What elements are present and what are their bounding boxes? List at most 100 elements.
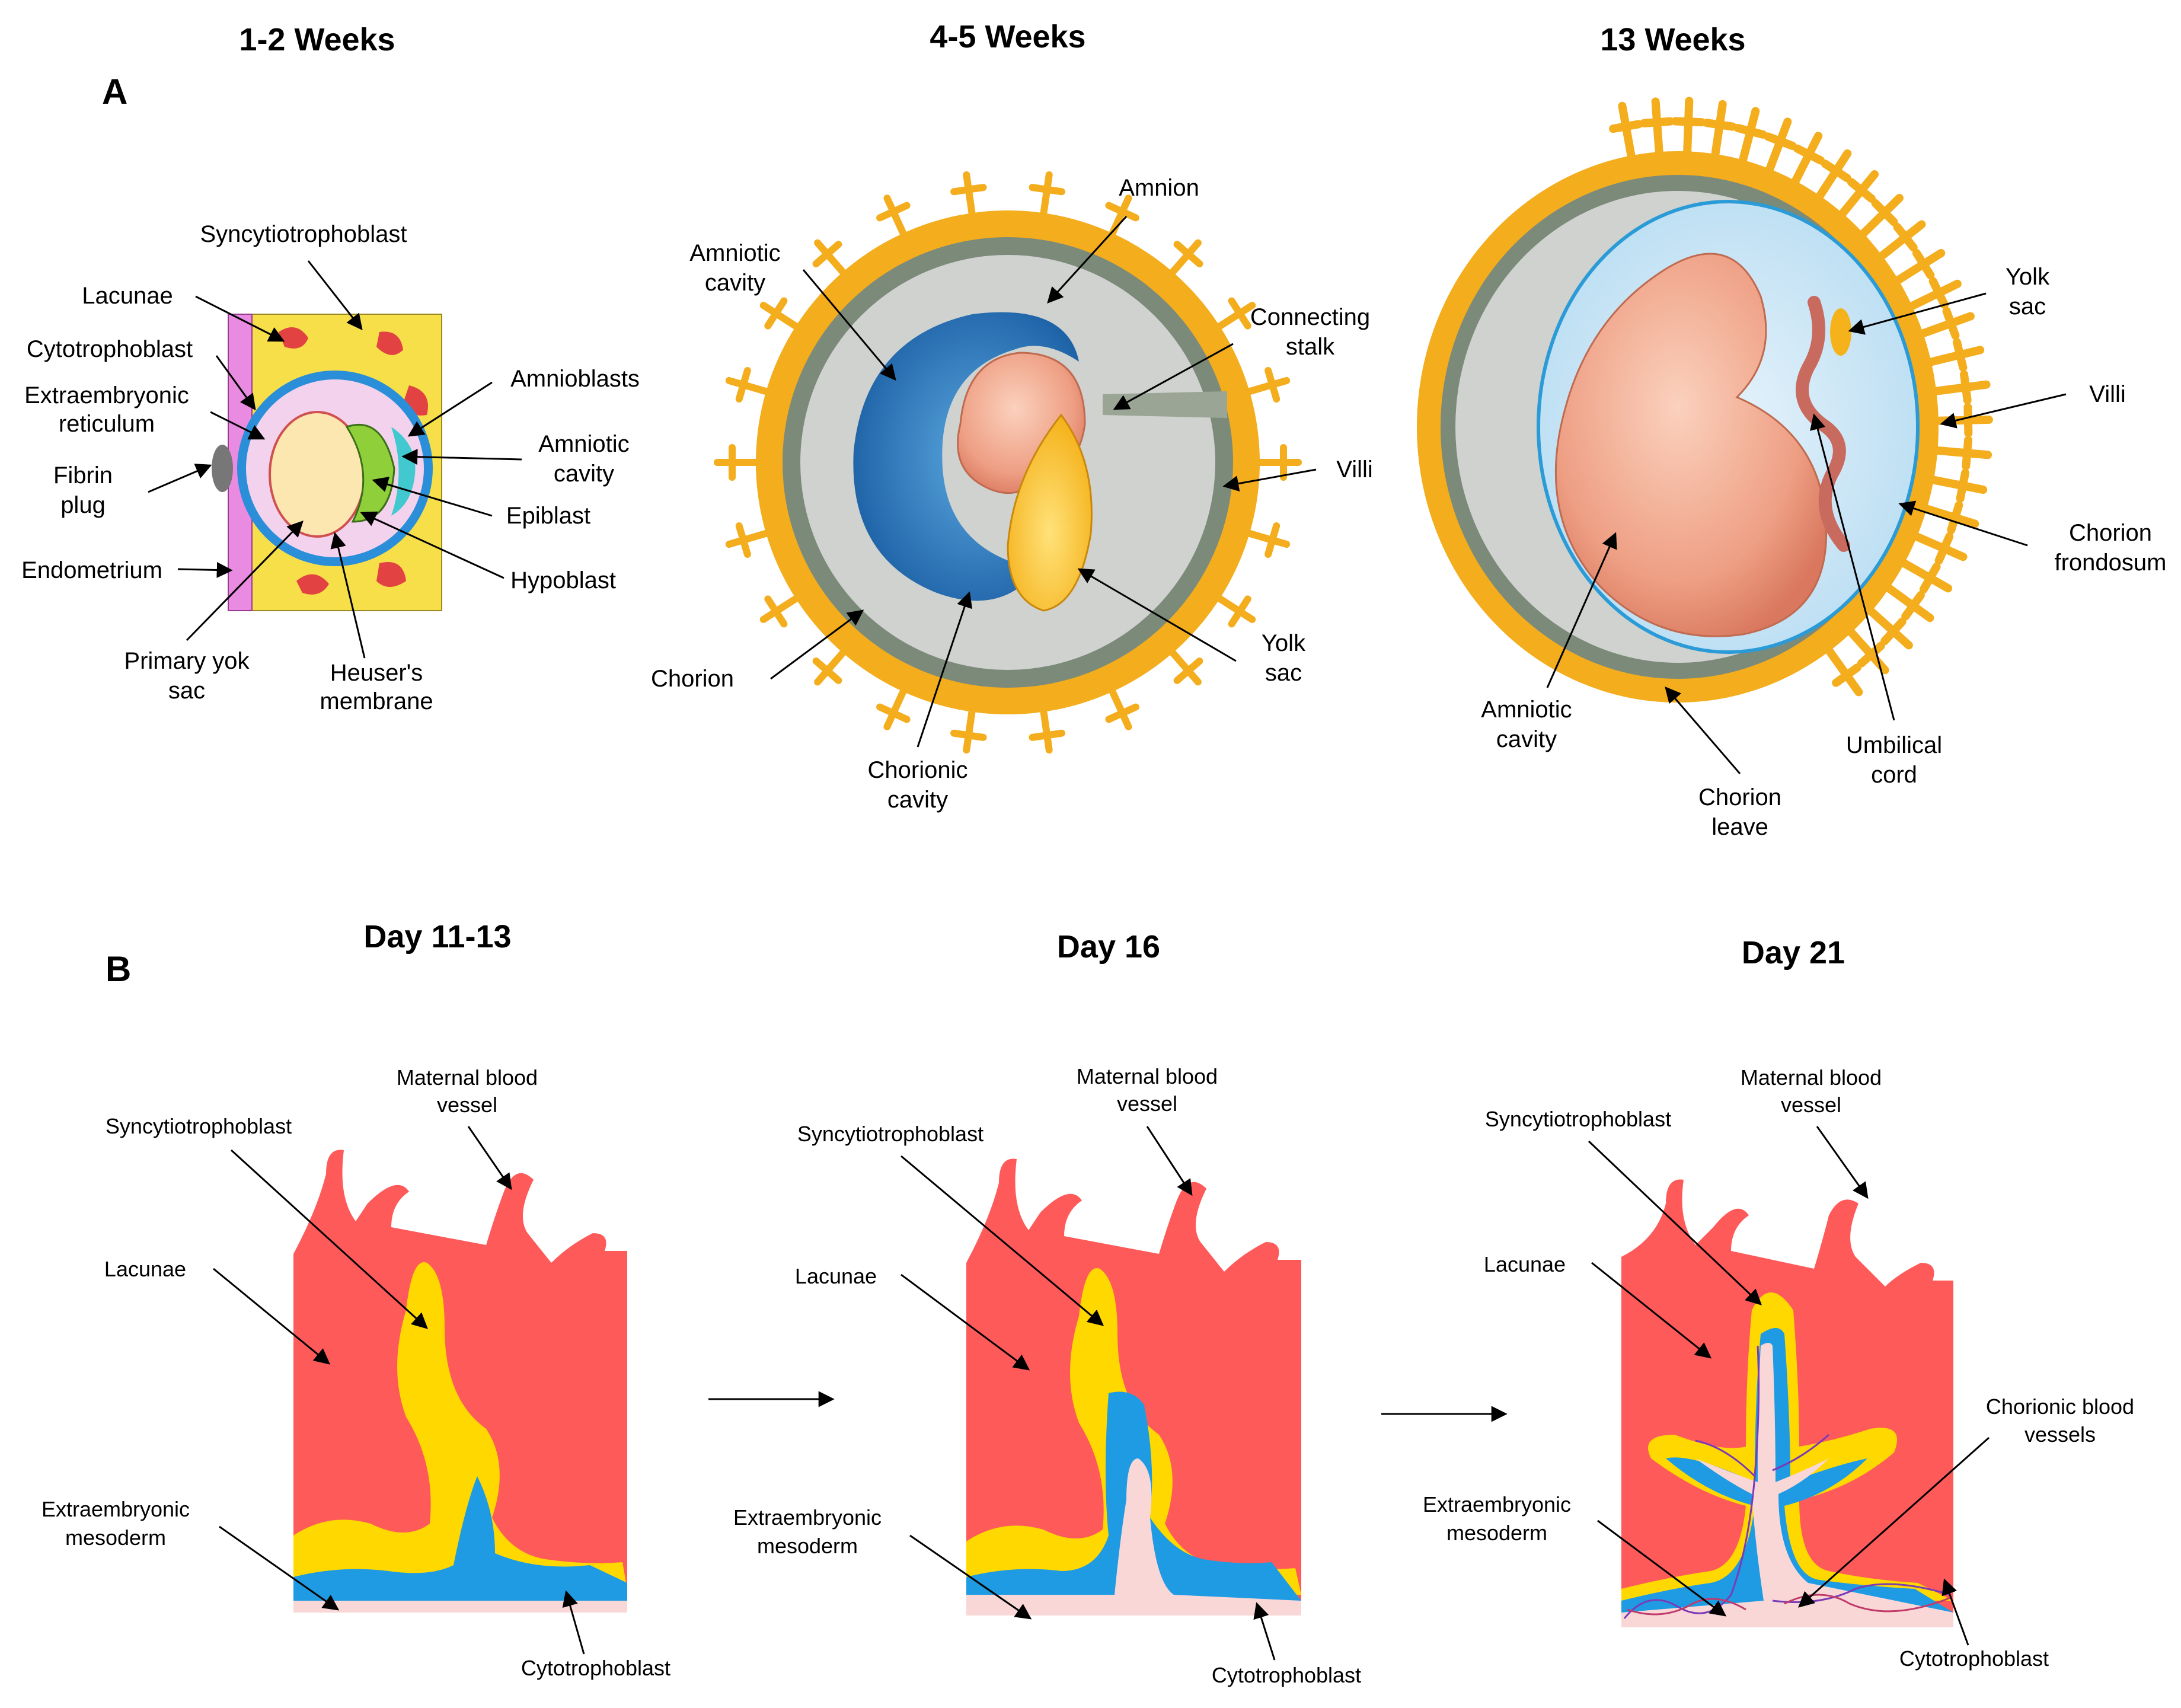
- arrow-endometrium: [177, 561, 233, 578]
- frondosum-villus: [1702, 100, 1737, 158]
- frondosum-villus: [1927, 338, 1985, 372]
- label-fibrin-1: Fibrin: [53, 462, 113, 489]
- frondosum-villus: [1825, 647, 1863, 697]
- label-mesoderm-2-1: Extraembryonic: [733, 1505, 882, 1530]
- label-extraembryonic-2: reticulum: [59, 411, 155, 437]
- lacuna-blob: [279, 327, 308, 349]
- arrow-umbilical-cord: [1810, 413, 1895, 721]
- label-primary-yolk-2: sac: [168, 678, 205, 704]
- label-lacunae-2: Lacunae: [795, 1264, 877, 1288]
- arrow-epiblast: [372, 477, 493, 517]
- yolk-sac-13: [1830, 308, 1851, 356]
- label-heuser-2: membrane: [320, 688, 433, 714]
- arrow-chorionic-vessels: [1797, 1436, 1990, 1608]
- villus-branch: [812, 647, 848, 686]
- label-yolk-sac-13-2: sac: [2009, 293, 2046, 320]
- arrow-amniotic-cavity-45: [802, 269, 896, 381]
- label-amniotic-cavity-13-2: cavity: [1496, 726, 1557, 752]
- arrow-amniotic-cavity: [401, 449, 522, 465]
- amnion-sac: [853, 312, 1079, 601]
- villus-branch: [876, 685, 911, 730]
- villus-branch: [759, 593, 802, 628]
- title-day-16: Day 16: [1057, 929, 1160, 965]
- label-maternal-vessel-2-1: Maternal blood: [1077, 1064, 1218, 1088]
- label-mesoderm-1-2: mesoderm: [65, 1525, 166, 1550]
- label-amniotic-cavity-13-1: Amniotic: [1481, 697, 1572, 723]
- label-villi-13: Villi: [2089, 381, 2126, 407]
- umbilical-cord: [1796, 296, 1850, 552]
- arrow-chorionic-cavity: [917, 591, 973, 748]
- villus-branch: [1214, 297, 1256, 331]
- label-epiblast: Epiblast: [506, 503, 590, 529]
- label-cyto-1: Cytotrophoblast: [521, 1656, 670, 1680]
- frondosum-villus: [1918, 307, 1975, 340]
- label-fibrin-2: plug: [60, 492, 106, 518]
- villus-branch: [725, 367, 773, 403]
- frondosum-villus: [1933, 436, 1992, 471]
- villus-branch: [1243, 522, 1291, 558]
- label-mesoderm-3-2: mesoderm: [1446, 1521, 1547, 1545]
- epiblast-layer: [345, 423, 395, 523]
- label-lacunae-1: Lacunae: [104, 1257, 186, 1281]
- arrow-cyto-2: [1253, 1602, 1276, 1661]
- arrow-maternal-vessel-3: [1816, 1126, 1869, 1199]
- villus-branch: [950, 705, 987, 754]
- implantation-diagram: [212, 314, 442, 611]
- cytotrophoblast-villus: [1621, 1328, 1953, 1613]
- villus-branch: [1253, 444, 1302, 481]
- label-connecting-stalk-2: stalk: [1286, 334, 1335, 360]
- label-heuser-1: Heuser's: [330, 660, 423, 686]
- frondosum-villus: [1929, 468, 1988, 503]
- villus-branch: [1029, 171, 1065, 220]
- frondosum-villus: [1859, 193, 1904, 238]
- chorion-frondosum-villi: [1609, 97, 1993, 697]
- label-chorion-frondosum-2: frondosum: [2055, 550, 2167, 576]
- arrow-chorion-frondosum: [1898, 500, 2028, 547]
- label-amniotic-cavity-2: cavity: [554, 461, 614, 487]
- label-extraembryonic-1: Extraembryonic: [24, 382, 189, 408]
- label-chorion-leave-2: leave: [1711, 814, 1768, 840]
- label-amnion: Amnion: [1119, 175, 1199, 201]
- stage-day-16: [966, 1158, 1301, 1616]
- label-hypoblast: Hypoblast: [510, 567, 616, 593]
- frondosum-villus: [1609, 101, 1643, 160]
- label-maternal-vessel-1-2: vessel: [437, 1093, 497, 1117]
- arrow-mesoderm-3: [1597, 1519, 1727, 1617]
- lacuna-blob: [376, 562, 406, 587]
- cytotrophoblast-layer: [293, 1476, 627, 1601]
- arrow-syncytio-3: [1588, 1140, 1762, 1305]
- frondosum-villus: [1791, 132, 1825, 186]
- arrow-cyto-1: [562, 1590, 585, 1655]
- villus-branch: [1214, 593, 1256, 628]
- frondosum-villus: [1912, 532, 1968, 565]
- title-13-weeks: 13 Weeks: [1600, 22, 1745, 58]
- label-mesoderm-1-1: Extraembryonic: [41, 1497, 190, 1521]
- label-syncytio-1: Syncytiotrophoblast: [106, 1114, 292, 1138]
- arrow-cytotrophoblast: [215, 355, 256, 411]
- arrow-amnioblasts: [407, 381, 493, 437]
- stage-day-21: [1621, 1179, 1953, 1627]
- label-chorion-frondosum-1: Chorion: [2069, 520, 2152, 546]
- label-umbilical-cord-1: Umbilical: [1846, 732, 1942, 758]
- title-day-21: Day 21: [1742, 935, 1845, 970]
- arrow-maternal-vessel-1: [467, 1126, 512, 1190]
- arrow-connecting-stalk: [1113, 343, 1234, 410]
- arrow-chorion-leave: [1665, 686, 1741, 774]
- villus-branch: [950, 171, 987, 220]
- label-lacunae-3: Lacunae: [1484, 1252, 1566, 1276]
- frondosum-villus: [1894, 248, 1946, 285]
- arrow-heusers-membrane: [330, 532, 366, 659]
- frondosum-villus: [1908, 277, 1962, 311]
- frondosum-villus: [1838, 170, 1879, 218]
- arrow-chorion: [770, 609, 864, 680]
- arrow-mesoderm-2: [909, 1534, 1032, 1620]
- extraembryonic-mesoderm-core: [966, 1458, 1301, 1616]
- arrow-lacunae-3: [1591, 1262, 1712, 1359]
- villus-branch: [1105, 685, 1139, 730]
- label-primary-yolk-1: Primary yok: [124, 648, 250, 674]
- lacuna-blob: [296, 574, 329, 595]
- frondosum-villus: [1885, 584, 1934, 622]
- frondosum-villus: [1764, 117, 1797, 173]
- villi-ring: [714, 171, 1302, 754]
